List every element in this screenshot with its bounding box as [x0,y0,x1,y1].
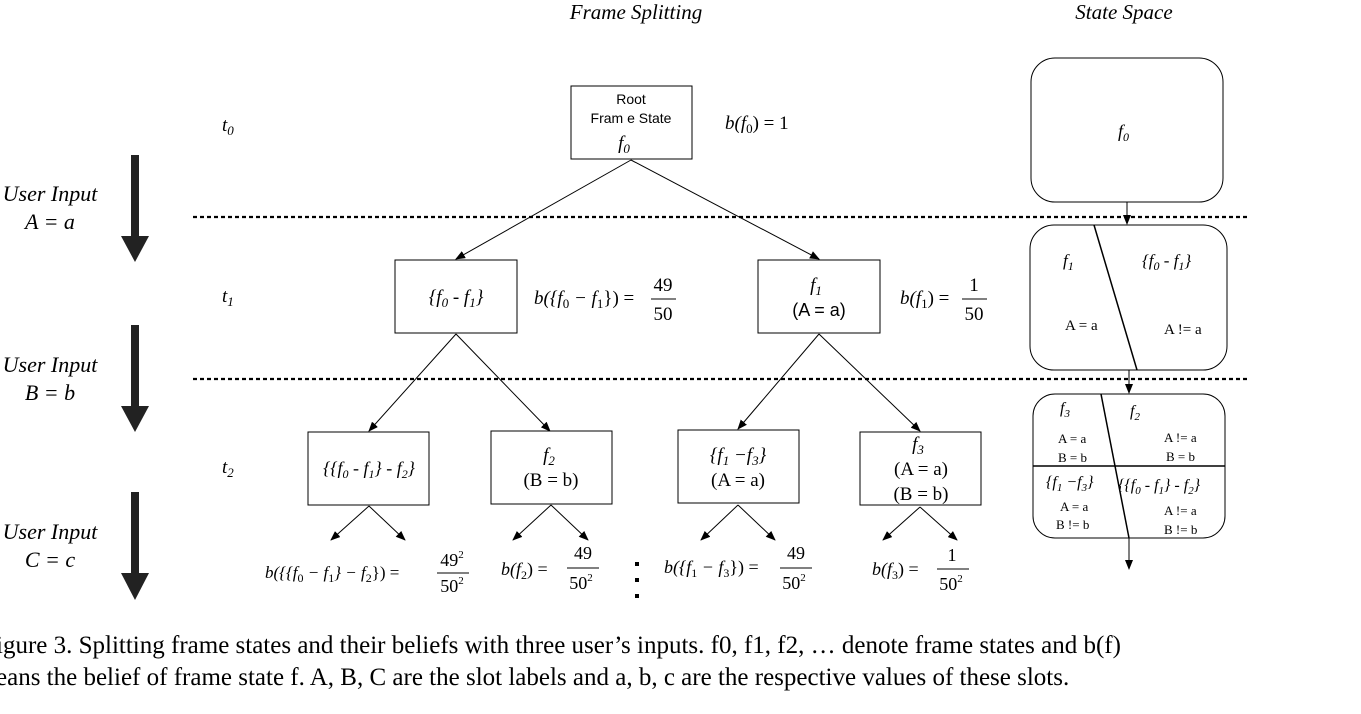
belief-lhs: b(f2) = [501,559,548,582]
node-frame-label: f0 [618,133,630,156]
frame-node-f1-minus-f3: {f1 −f3} (A = a) [677,429,800,504]
state-condition: A = a [1065,318,1098,334]
frame-node-f0f1-minus-f2: {{f0 - f1} - f2} [307,431,430,506]
frame-splitting-header: Frame Splitting [569,0,702,24]
state-condition: B = b [1058,450,1087,465]
state-condition: A != a [1164,322,1202,338]
node-condition: (A = a) [792,300,846,320]
belief-denominator: 502 [939,573,963,594]
time-label-t0: t0 [222,115,234,138]
belief-denominator: 50 [654,304,673,325]
belief-f0-minus-f1: b({f0 − f1}) = 49 50 [534,275,676,325]
belief-f0f1-minus-f2: b({{f0 − f1} − f2}) = 492 502 [265,549,469,596]
belief-f1: b(f1) = 1 50 [900,275,987,325]
state-label: f0 [1118,121,1129,144]
user-input-assignment: A = a [23,209,75,234]
state-label: {{f0 - f1} - f2} [1118,477,1201,497]
state-label: f3 [1060,400,1070,420]
state-condition: B != b [1056,517,1089,532]
user-input-b: User Input B = b [3,352,99,405]
frame-node-f3: f3 (A = a) (B = b) [859,431,982,506]
user-input-a: User Input A = a [3,181,99,234]
user-input-c: User Input C = c [3,519,99,572]
belief-denominator: 502 [569,572,593,593]
user-input-label: User Input [3,181,99,206]
state-condition: B != b [1164,522,1197,537]
state-space-box-t0: f0 [1030,57,1224,203]
belief-denominator: 502 [782,572,806,593]
node-frame-label: f1 [810,275,822,298]
node-frame-label: f2 [543,445,555,468]
down-arrow-icon [121,155,149,262]
belief-lhs: b(f3) = [872,559,919,582]
state-space-box-t2: f3 A = a B = b f2 A != a B = b {f1 −f3} … [1032,393,1226,539]
state-condition: A != a [1164,430,1197,445]
caption-line-2: eans the belief of frame state f. A, B, … [0,664,1070,691]
root-frame-node: Root Fram e State f0 [570,85,693,160]
node-frame-label: {f1 −f3} [710,445,767,468]
state-condition: B = b [1166,449,1195,464]
user-input-assignment: C = c [25,547,76,572]
belief-root: b(f0) = 1 [725,113,789,136]
belief-numerator: 1 [948,545,957,565]
state-space-box-t1: f1 {f0 - f1} A = a A != a [1029,224,1228,371]
belief-lhs: b({f1 − f3}) = [664,557,759,580]
ellipsis-dots [635,562,639,598]
user-input-assignment: B = b [25,380,75,405]
time-label-t2: t2 [222,457,234,480]
belief-numerator: 49 [574,543,592,563]
node-frame-label: {{f0 - f1} - f2} [323,458,416,481]
belief-numerator: 49 [787,543,805,563]
node-condition: (B = b) [523,470,578,491]
state-condition: A = a [1060,499,1089,514]
belief-lhs: b({{f0 − f1} − f2}) = [265,563,399,585]
belief-f2: b(f2) = 49 502 [501,543,599,593]
state-condition: A = a [1058,431,1087,446]
belief-denominator: 502 [440,575,464,596]
state-label: {f1 −f3} [1046,474,1094,494]
node-frame-label: f3 [912,434,924,457]
node-condition: (A = a) [711,470,765,491]
belief-numerator: 49 [654,275,673,296]
state-label: f1 [1063,251,1074,273]
node-condition: (B = b) [893,484,948,505]
state-label: f2 [1130,403,1140,423]
frame-node-f2: f2 (B = b) [490,430,613,505]
belief-f1-minus-f3: b({f1 − f3}) = 49 502 [664,543,812,593]
tree-edges [330,159,958,541]
user-input-label: User Input [3,519,99,544]
node-frame-label: {f0 - f1} [429,287,484,310]
down-arrow-icon [121,492,149,600]
belief-numerator: 492 [440,549,464,570]
belief-numerator: 1 [969,275,979,296]
user-input-label: User Input [3,352,99,377]
figure-caption: igure 3. Splitting frame states and thei… [0,630,1296,694]
state-label: {f0 - f1} [1142,251,1191,273]
time-label-t1: t1 [222,286,234,309]
belief-denominator: 50 [965,304,984,325]
frame-node-f1: f1 (A = a) [757,259,881,334]
belief-lhs: b(f1) = [900,288,949,311]
frame-node-f0-minus-f1: {f0 - f1} [394,259,518,334]
down-arrow-icon [121,325,149,432]
node-condition: (A = a) [894,459,948,480]
node-label: Root [616,91,646,107]
belief-f3: b(f3) = 1 502 [872,545,969,594]
state-space-header: State Space [1075,0,1172,24]
belief-lhs: b({f0 − f1}) = [534,288,634,311]
node-label: Fram e State [591,110,672,126]
caption-line-1: igure 3. Splitting frame states and thei… [0,632,1121,659]
state-condition: A != a [1164,503,1197,518]
